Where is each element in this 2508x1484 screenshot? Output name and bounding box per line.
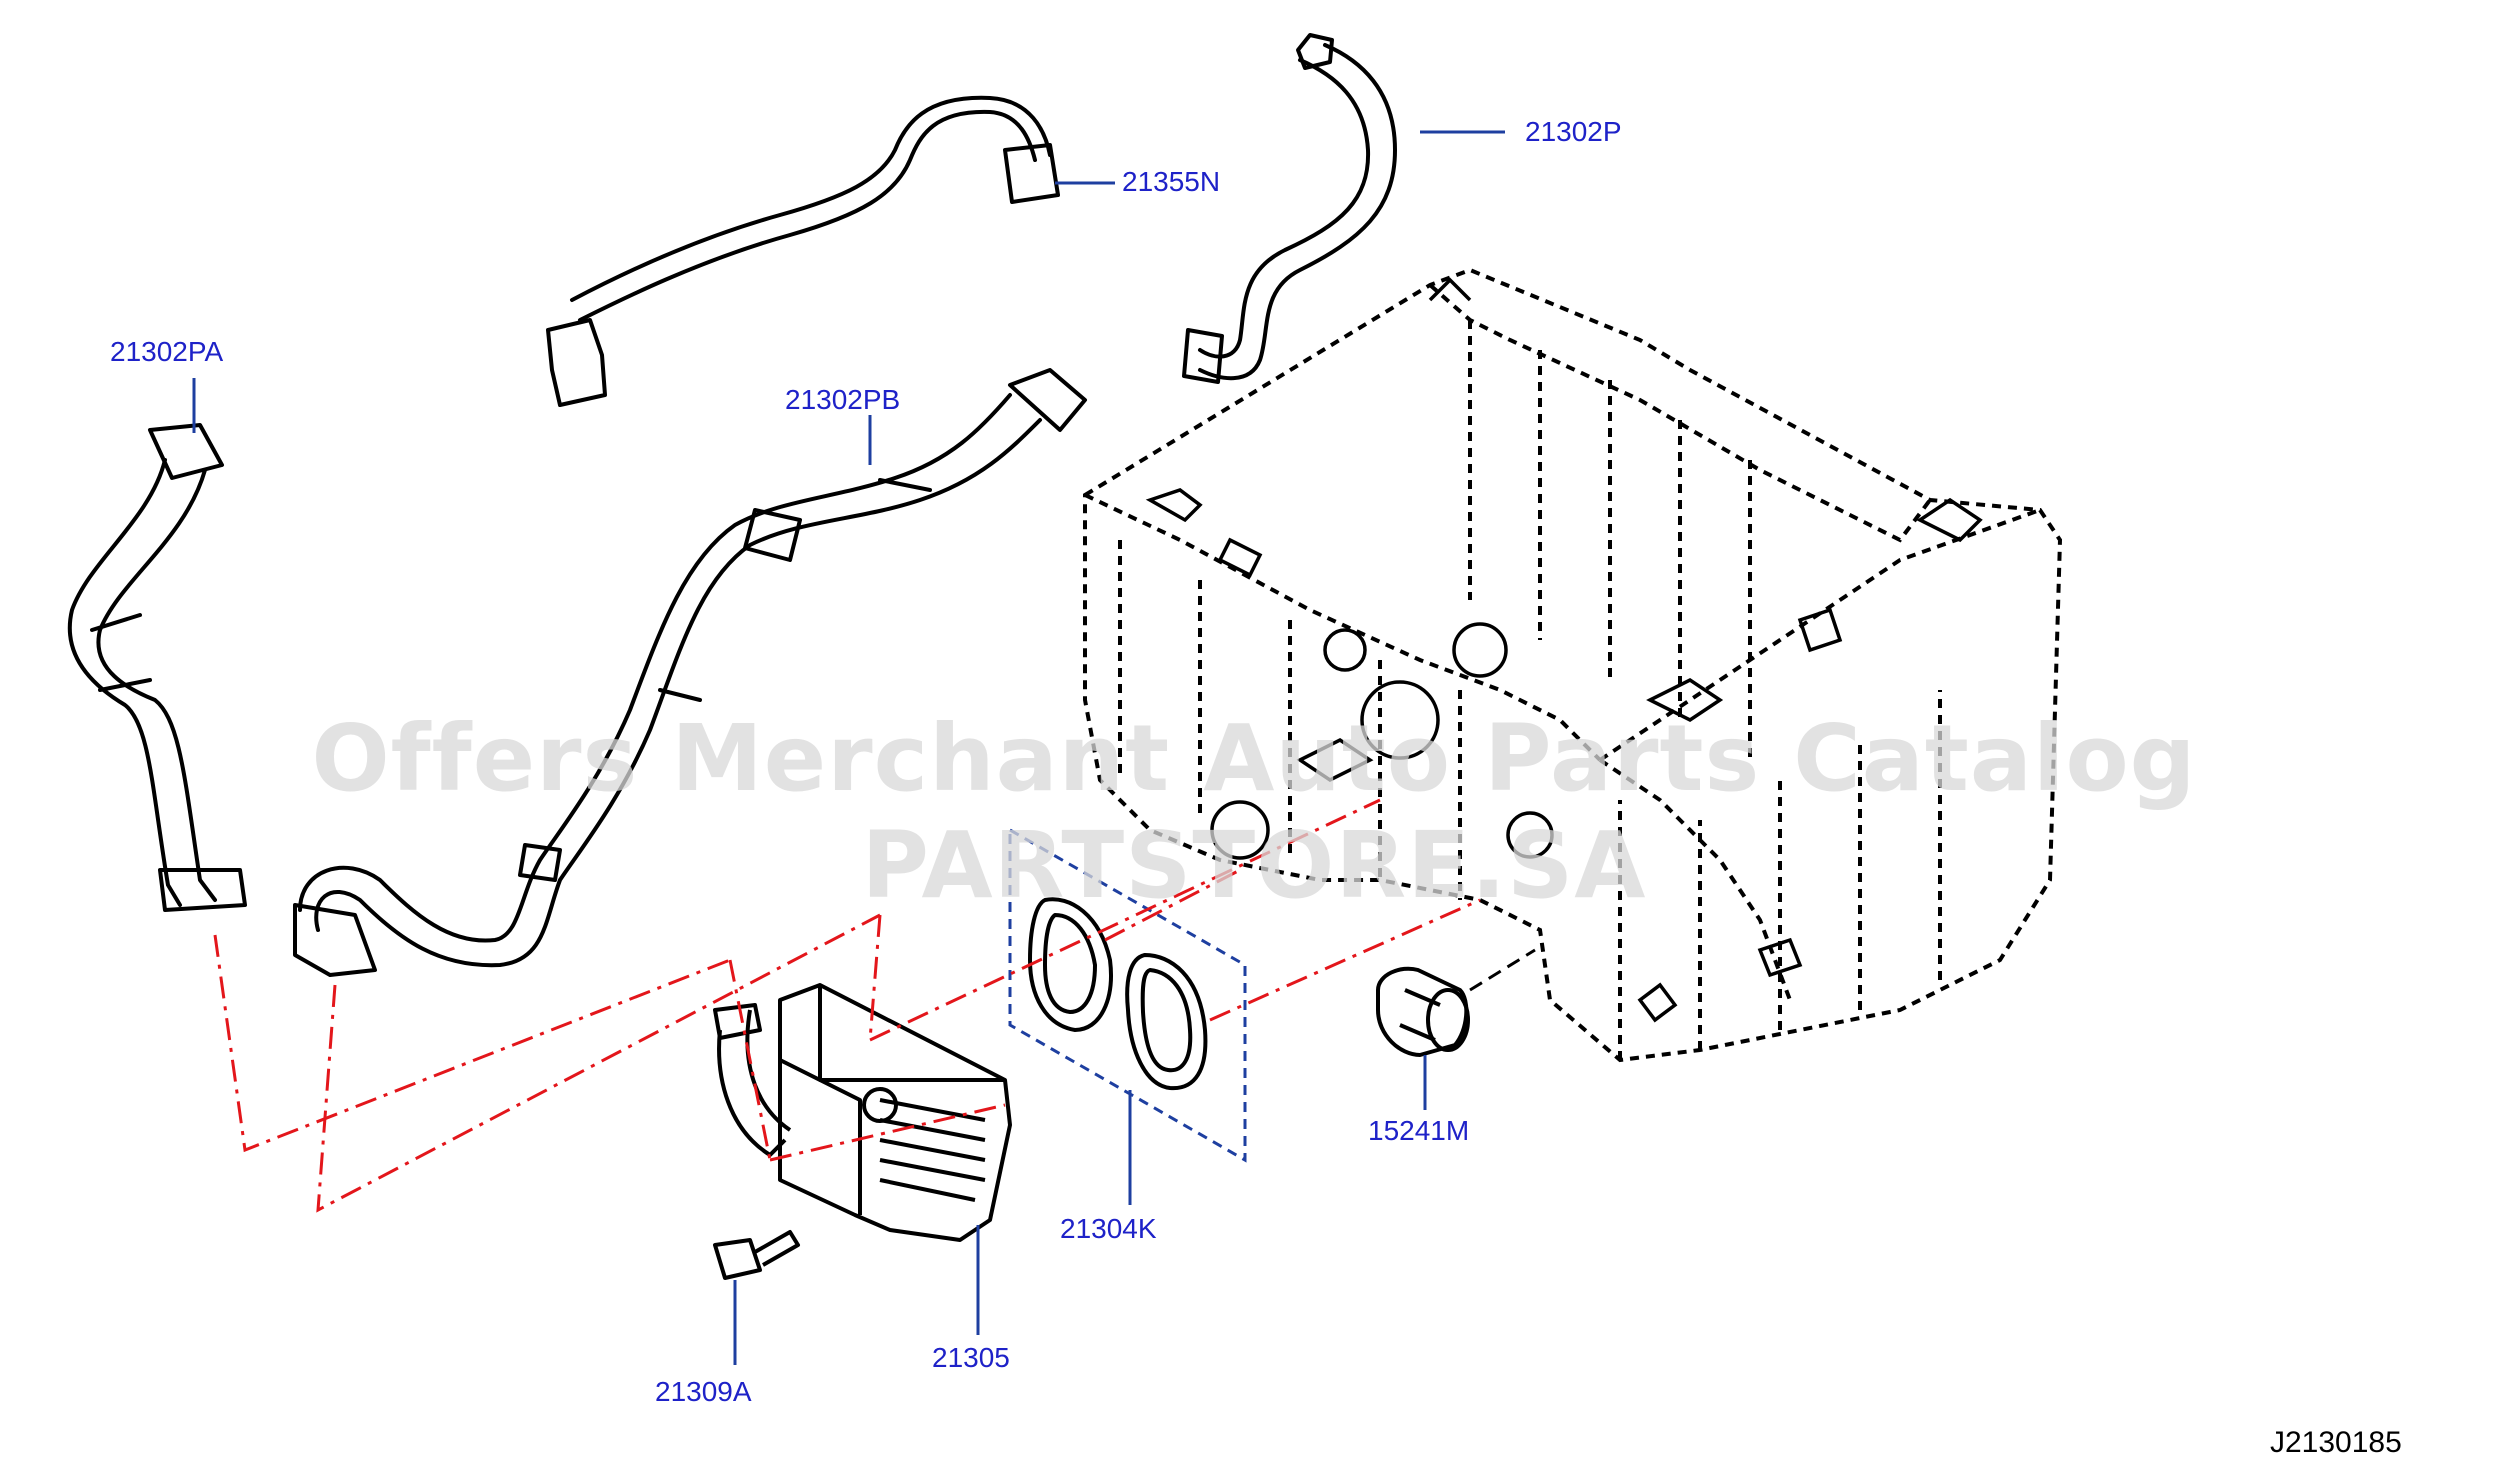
label-21355n: 21355N bbox=[1122, 166, 1221, 197]
assembly-centerlines bbox=[213, 798, 1481, 1213]
engine-block bbox=[1083, 267, 2063, 1063]
document-id: J2130185 bbox=[2270, 1426, 2402, 1459]
label-21309a: 21309A bbox=[655, 1376, 752, 1407]
leader-lines bbox=[192, 130, 1505, 1365]
label-15241m: 15241M bbox=[1368, 1115, 1470, 1146]
gasket-21304k bbox=[1028, 897, 1208, 1091]
hose-21302pa bbox=[68, 423, 247, 912]
label-21305: 21305 bbox=[932, 1342, 1010, 1373]
label-21302pa: 21302PA bbox=[110, 336, 224, 367]
label-21304k: 21304K bbox=[1060, 1213, 1157, 1244]
oil-cooler-21305 bbox=[713, 983, 1012, 1242]
watermark: Offers Merchant Auto Parts Catalog PARTS… bbox=[311, 705, 2197, 919]
hose-21302p bbox=[1182, 33, 1397, 384]
hose-21302pb bbox=[293, 368, 1087, 977]
hose-21355n bbox=[546, 95, 1060, 407]
gasket-group-box bbox=[1008, 827, 1247, 1163]
label-21302pb: 21302PB bbox=[785, 384, 901, 415]
bolt-21309a bbox=[713, 1230, 800, 1280]
connector-centerline bbox=[1469, 948, 1536, 992]
label-21302p: 21302P bbox=[1525, 116, 1622, 147]
connector-15241m bbox=[1376, 966, 1470, 1057]
engine-block-details bbox=[1145, 277, 1983, 1023]
